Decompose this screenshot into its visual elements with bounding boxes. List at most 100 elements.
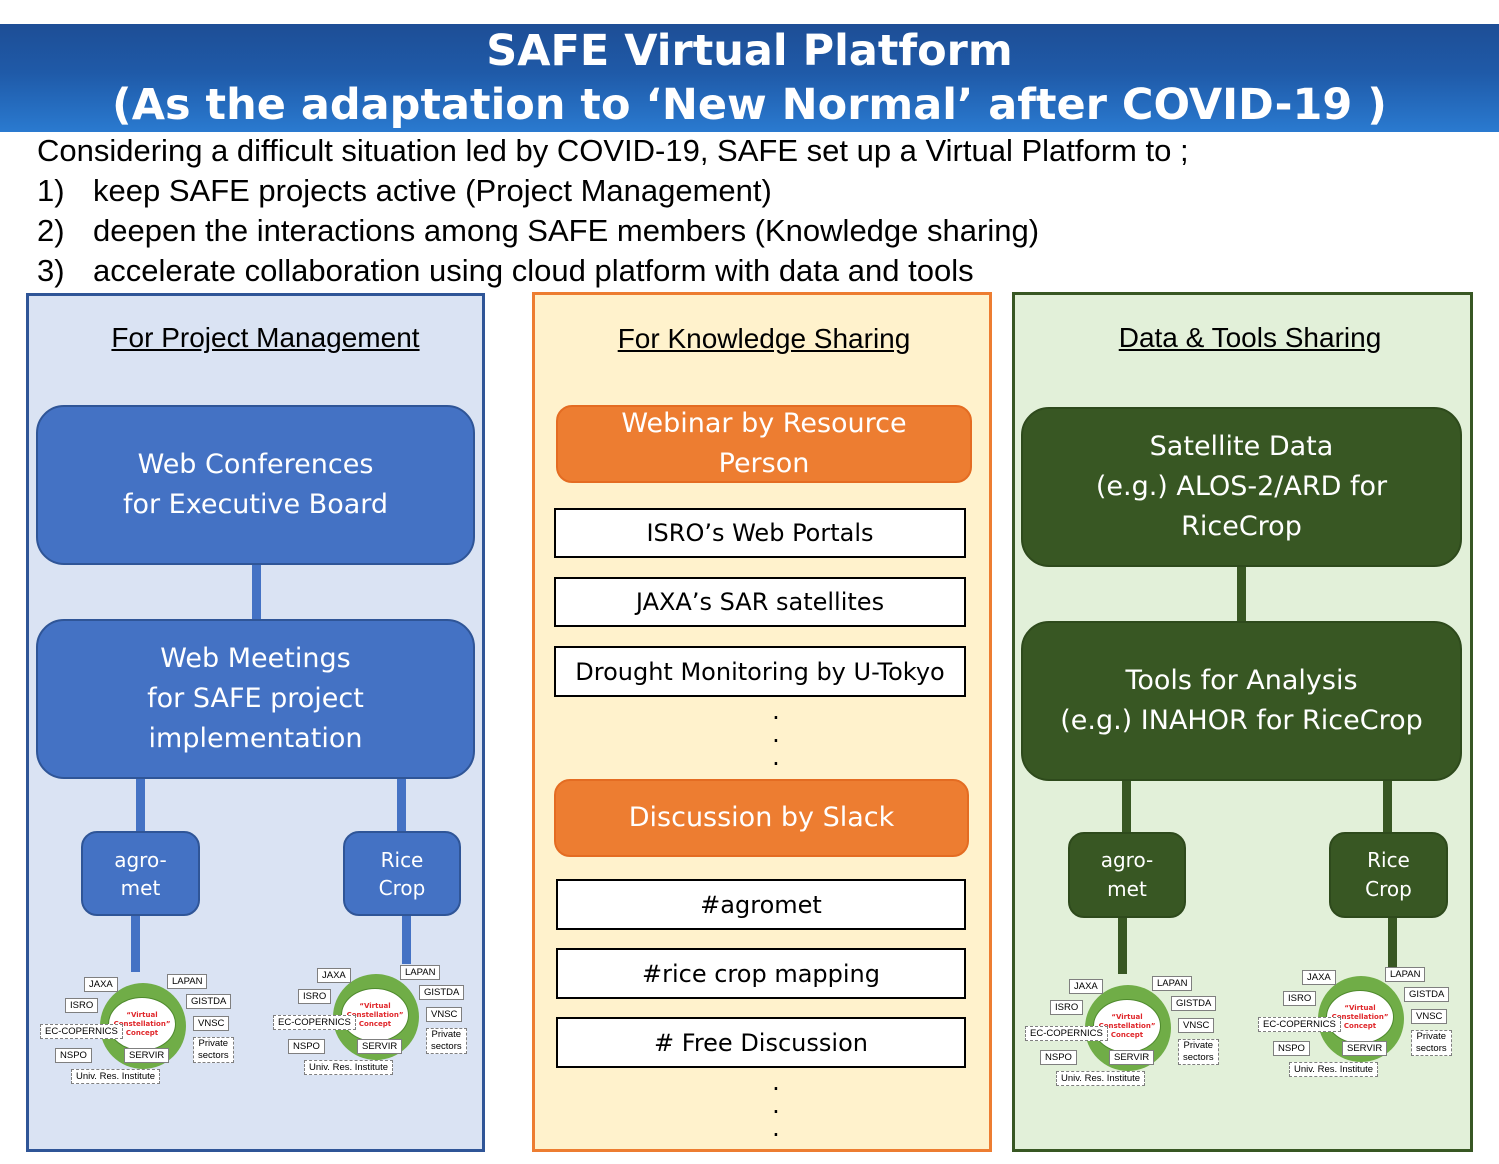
nspo-tag: NSPO bbox=[1273, 1041, 1310, 1056]
vnsc-tag: VNSC bbox=[426, 1007, 463, 1022]
ellipsis-dot: · bbox=[772, 1121, 780, 1149]
core-text: Constellation” bbox=[1098, 1021, 1156, 1030]
agromet-box: agro- met bbox=[1068, 832, 1186, 918]
isro-tag: ISRO bbox=[65, 998, 99, 1013]
intro-point-text: keep SAFE projects active (Project Manag… bbox=[93, 173, 772, 208]
core-text: “Virtual bbox=[359, 1001, 391, 1010]
connector bbox=[402, 914, 411, 964]
ellipsis-dot: · bbox=[772, 1098, 780, 1126]
page-title: SAFE Virtual Platform bbox=[486, 26, 1013, 76]
private-sectors-tag: Private sectors bbox=[426, 1028, 467, 1054]
vnsc-tag: VNSC bbox=[1411, 1009, 1448, 1024]
vnsc-tag: VNSC bbox=[193, 1016, 230, 1031]
data-tools-heading: Data & Tools Sharing bbox=[1118, 322, 1382, 353]
private-sectors-tag: Private sectors bbox=[1411, 1030, 1452, 1056]
isro-tag: ISRO bbox=[298, 989, 332, 1004]
webinar-item: JAXA’s SAR satellites bbox=[554, 577, 966, 627]
servir-tag: SERVIR bbox=[1109, 1050, 1155, 1065]
lapan-tag: LAPAN bbox=[167, 974, 208, 989]
private-sectors-tag: Private sectors bbox=[1178, 1039, 1219, 1065]
gistda-tag: GISTDA bbox=[419, 985, 465, 1000]
connector bbox=[136, 777, 145, 833]
copernics-tag: EC-COPERNICS bbox=[273, 1015, 356, 1030]
copernics-tag: EC-COPERNICS bbox=[40, 1024, 123, 1039]
ellipsis-dot: · bbox=[772, 750, 780, 778]
univ-tag: Univ. Res. Institute bbox=[1056, 1071, 1146, 1086]
copernics-tag: EC-COPERNICS bbox=[1025, 1026, 1108, 1041]
intro-point-text: accelerate collaboration using cloud pla… bbox=[93, 253, 974, 288]
gistda-tag: GISTDA bbox=[1404, 987, 1450, 1002]
constellation-diagram: “Virtual Constellation” Concept JAXA LAP… bbox=[271, 961, 481, 1076]
constellation-diagram: “Virtual Constellation” Concept JAXA LAP… bbox=[38, 970, 248, 1085]
constellation-diagram: “Virtual Constellation” Concept JAXA LAP… bbox=[1023, 972, 1233, 1087]
nspo-tag: NSPO bbox=[1040, 1050, 1077, 1065]
connector bbox=[1237, 565, 1246, 623]
core-text: Concept bbox=[1110, 1030, 1144, 1039]
jaxa-tag: JAXA bbox=[317, 968, 351, 983]
connector bbox=[252, 563, 261, 621]
connector bbox=[1118, 916, 1127, 974]
servir-tag: SERVIR bbox=[1342, 1041, 1388, 1056]
page-subtitle: (As the adaptation to ‘New Normal’ after… bbox=[112, 80, 1387, 130]
webinar-box: Webinar by Resource Person bbox=[556, 405, 972, 483]
ellipsis-dot: · bbox=[772, 1075, 780, 1103]
connector bbox=[397, 777, 406, 833]
vnsc-tag: VNSC bbox=[1178, 1018, 1215, 1033]
core-text: Concept bbox=[358, 1019, 392, 1028]
ellipsis-dot: · bbox=[772, 727, 780, 755]
webinar-item: ISRO’s Web Portals bbox=[554, 508, 966, 558]
constellation-diagram: “Virtual Constellation” Concept JAXA LAP… bbox=[1256, 963, 1466, 1078]
connector bbox=[1122, 779, 1131, 835]
core-text: “Virtual bbox=[126, 1010, 158, 1019]
title-banner bbox=[0, 24, 1499, 132]
connector bbox=[131, 914, 140, 972]
ricecrop-box: Rice Crop bbox=[1329, 832, 1448, 918]
satellite-data-box: Satellite Data (e.g.) ALOS-2/ARD for Ric… bbox=[1021, 407, 1462, 567]
discussion-slack-box: Discussion by Slack bbox=[554, 779, 969, 857]
intro-point-number: 1) bbox=[37, 173, 65, 208]
core-text: “Virtual bbox=[1111, 1012, 1143, 1021]
isro-tag: ISRO bbox=[1050, 1000, 1084, 1015]
intro-point-text: deepen the interactions among SAFE membe… bbox=[93, 213, 1040, 248]
core-text: “Virtual bbox=[1344, 1003, 1376, 1012]
webinar-item: Drought Monitoring by U-Tokyo bbox=[554, 646, 966, 697]
lapan-tag: LAPAN bbox=[1152, 976, 1193, 991]
slack-channel: #rice crop mapping bbox=[556, 948, 966, 999]
core-text: Constellation” bbox=[1331, 1012, 1389, 1021]
nspo-tag: NSPO bbox=[55, 1048, 92, 1063]
lapan-tag: LAPAN bbox=[1385, 967, 1426, 982]
ellipsis-dot: · bbox=[772, 704, 780, 732]
gistda-tag: GISTDA bbox=[186, 994, 232, 1009]
web-conferences-box: Web Conferences for Executive Board bbox=[36, 405, 475, 565]
ricecrop-box: Rice Crop bbox=[343, 831, 461, 916]
agromet-box: agro- met bbox=[81, 831, 200, 916]
connector bbox=[1383, 779, 1392, 835]
intro-point-number: 2) bbox=[37, 213, 65, 248]
nspo-tag: NSPO bbox=[288, 1039, 325, 1054]
slack-channel: # Free Discussion bbox=[556, 1017, 966, 1068]
connector bbox=[1388, 916, 1397, 968]
univ-tag: Univ. Res. Institute bbox=[304, 1060, 394, 1075]
intro-point-number: 3) bbox=[37, 253, 65, 288]
tools-analysis-box: Tools for Analysis (e.g.) INAHOR for Ric… bbox=[1021, 621, 1462, 781]
core-text: Constellation” bbox=[346, 1010, 404, 1019]
jaxa-tag: JAXA bbox=[84, 977, 118, 992]
core-text: Concept bbox=[1343, 1021, 1377, 1030]
private-sectors-tag: Private sectors bbox=[193, 1037, 234, 1063]
lapan-tag: LAPAN bbox=[400, 965, 441, 980]
intro-lead: Considering a difficult situation led by… bbox=[37, 133, 1189, 168]
project-management-heading: For Project Management bbox=[111, 322, 420, 353]
servir-tag: SERVIR bbox=[124, 1048, 170, 1063]
core-text: Concept bbox=[125, 1028, 159, 1037]
knowledge-sharing-heading: For Knowledge Sharing bbox=[617, 323, 911, 354]
copernics-tag: EC-COPERNICS bbox=[1258, 1017, 1341, 1032]
core-text: Constellation” bbox=[113, 1019, 171, 1028]
jaxa-tag: JAXA bbox=[1069, 979, 1103, 994]
isro-tag: ISRO bbox=[1283, 991, 1317, 1006]
univ-tag: Univ. Res. Institute bbox=[1289, 1062, 1379, 1077]
jaxa-tag: JAXA bbox=[1302, 970, 1336, 985]
web-meetings-box: Web Meetings for SAFE project implementa… bbox=[36, 619, 475, 779]
gistda-tag: GISTDA bbox=[1171, 996, 1217, 1011]
univ-tag: Univ. Res. Institute bbox=[71, 1069, 161, 1084]
slack-channel: #agromet bbox=[556, 879, 966, 930]
